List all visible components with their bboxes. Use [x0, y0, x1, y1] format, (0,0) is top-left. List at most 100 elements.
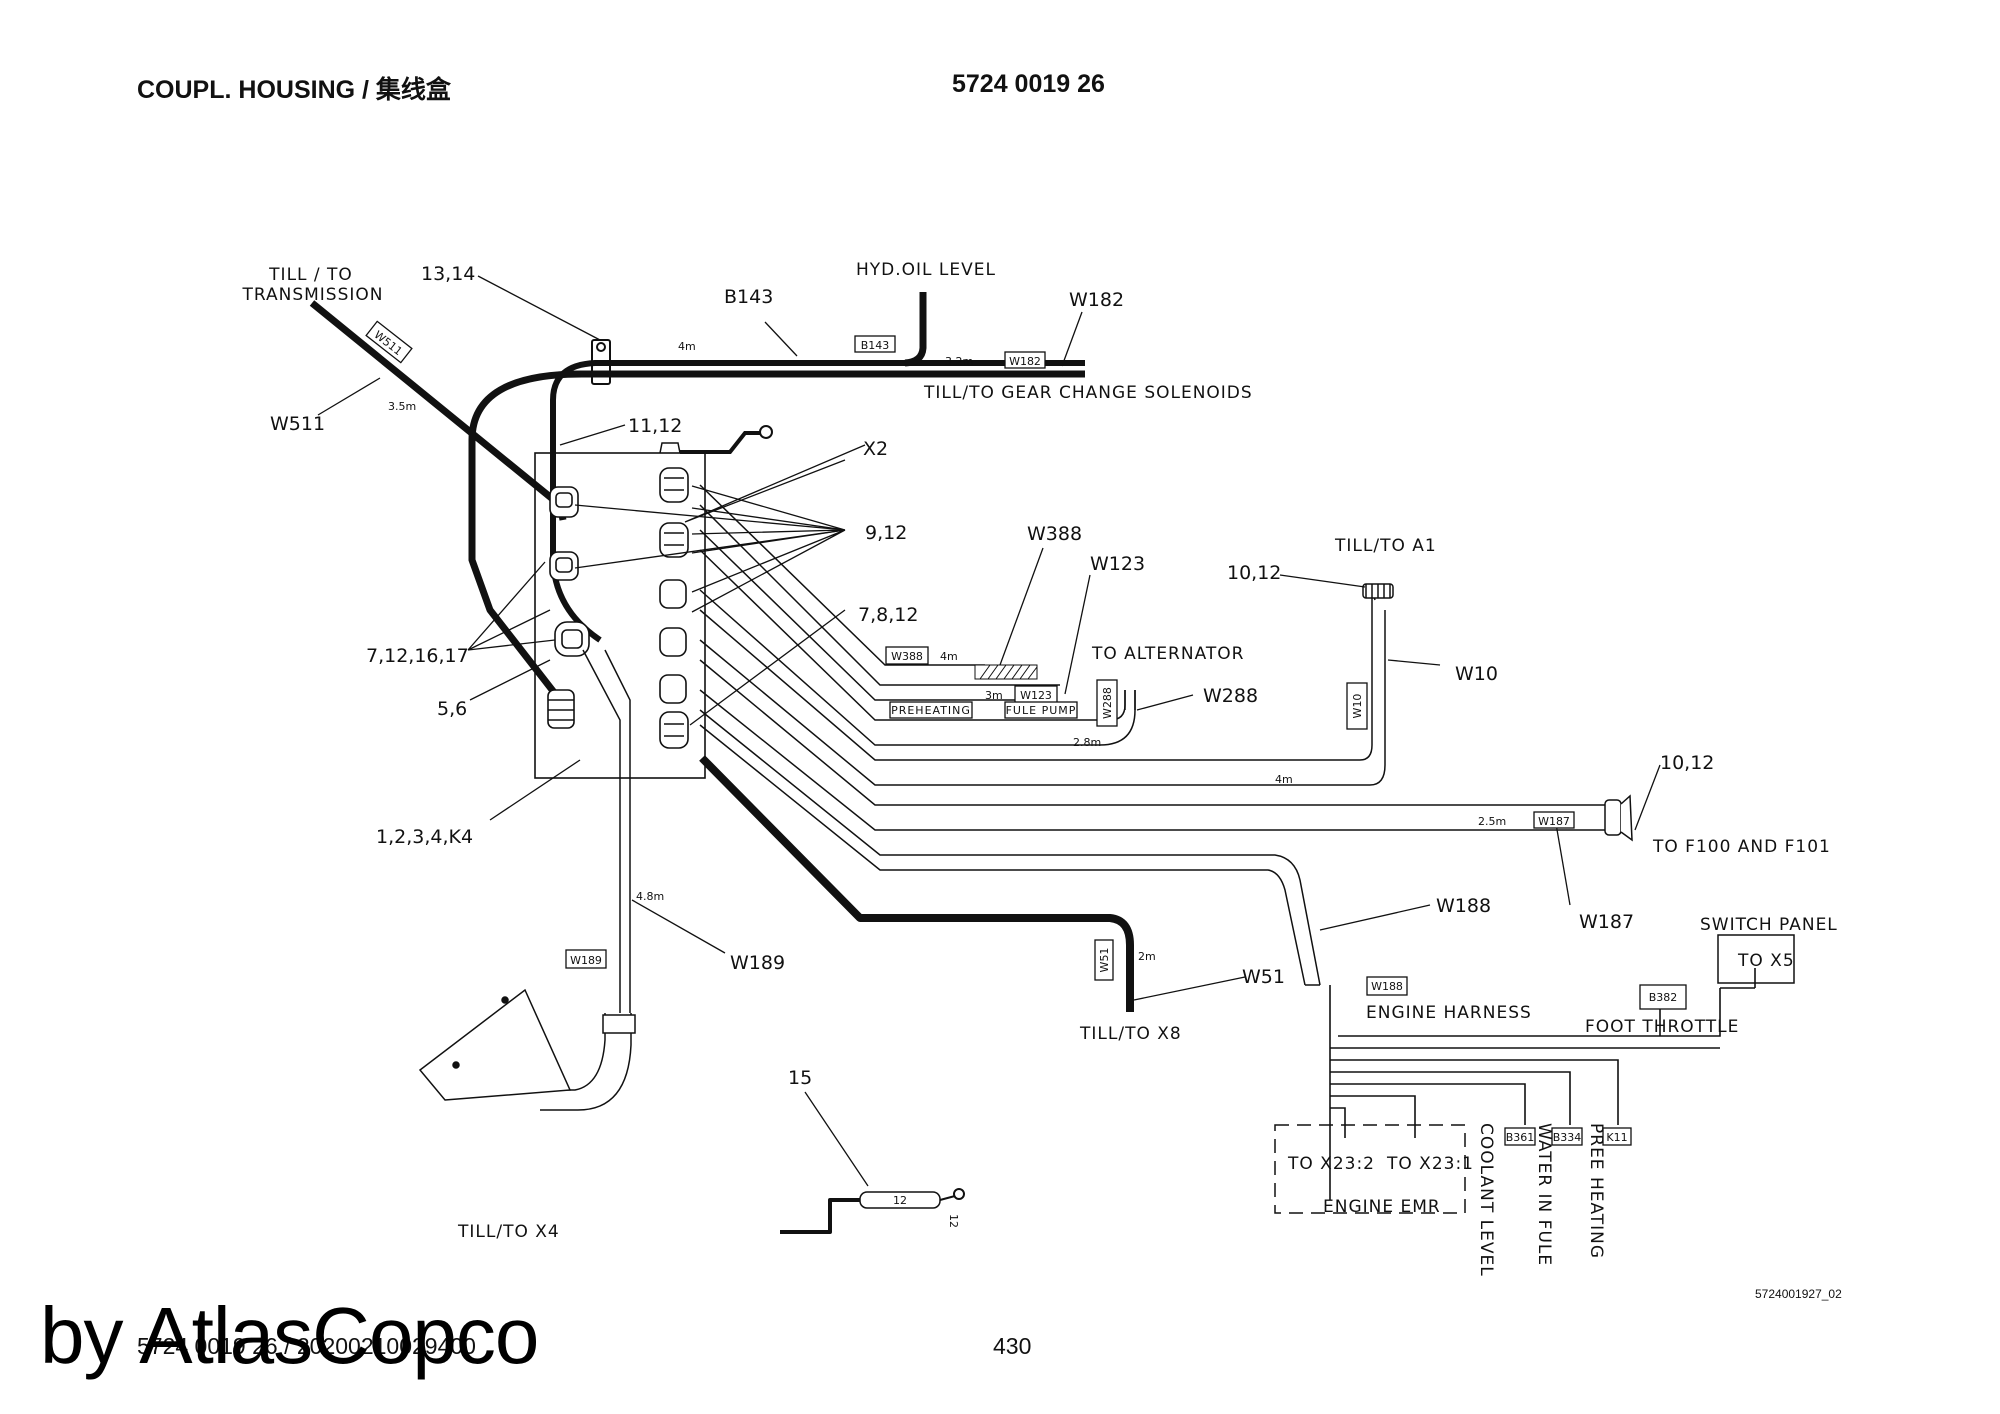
ground-lead	[680, 431, 760, 454]
tag-k11: K11	[1606, 1131, 1627, 1144]
callout-5-6: 5,6	[437, 698, 467, 720]
part-number: 5724 0019 26	[952, 70, 1105, 98]
page-title: COUPL. HOUSING / 集线盒	[137, 76, 451, 104]
caption-till-x4: TILL/TO X4	[457, 1222, 560, 1242]
callout-w51: W51	[1242, 966, 1285, 988]
callout-10-12-a1: 10,12	[1227, 562, 1281, 584]
callout-w189: W189	[730, 952, 785, 974]
harness-bundles	[418, 484, 1633, 1111]
connector-right-4	[659, 627, 687, 657]
length-w51: 2m	[1138, 950, 1156, 963]
engine-emr-box	[1274, 1124, 1466, 1214]
document-id: 5724 0019 26 / 20200210029400	[137, 1333, 476, 1359]
length-w288: 2.8m	[1073, 736, 1101, 749]
connector-right-6	[659, 711, 689, 749]
length-w123: 3m	[985, 689, 1003, 702]
callout-w10: W10	[1455, 663, 1498, 685]
w388-hatch	[974, 664, 1038, 680]
bundle-w189-bend	[540, 1013, 632, 1111]
callout-9-12: 9,12	[865, 522, 907, 544]
connector-right-3	[659, 579, 687, 609]
caption-till-x8: TILL/TO X8	[1079, 1024, 1182, 1044]
connector-right-5	[659, 674, 687, 704]
drawing-reference: 5724001927_02	[1755, 1287, 1842, 1301]
bundle-w189-lines	[582, 649, 631, 1013]
tag-w189: W189	[570, 954, 602, 967]
tag-w51: W51	[1098, 948, 1111, 973]
tag-b382: B382	[1649, 991, 1678, 1004]
callouts: 13,14 B143 W182 W511 11,12 X2 9,12 W388 …	[270, 263, 1714, 1089]
caption-foot-throttle: FOOT THROTTLE	[1585, 1017, 1739, 1037]
caption-fule-pump: FULE PUMP	[1006, 704, 1077, 717]
callout-w182: W182	[1069, 289, 1124, 311]
length-w10: 4m	[1275, 773, 1293, 786]
tag-w10: W10	[1351, 694, 1364, 719]
cable-hyd-oil	[904, 292, 927, 367]
page-number: 430	[993, 1333, 1032, 1359]
length-b143: 4m	[678, 340, 696, 353]
callout-w188: W188	[1436, 895, 1491, 917]
thin-wires	[1329, 968, 1756, 1200]
connector-right-2	[659, 522, 689, 558]
callout-11-12: 11,12	[628, 415, 682, 437]
to-x5-box	[1717, 934, 1795, 984]
length-w388: 4m	[940, 650, 958, 663]
thick-cables	[309, 292, 1134, 1234]
length-w187: 2.5m	[1478, 815, 1506, 828]
ground-ring-icon	[759, 425, 773, 439]
connector-plug-5-6	[547, 689, 575, 729]
callout-x2: X2	[863, 438, 888, 460]
length-w182: 3.2m	[945, 355, 973, 368]
connector-right-1	[659, 467, 689, 503]
callout-15: 15	[788, 1067, 812, 1089]
leader-lines	[317, 275, 1661, 1187]
tag-w188: W188	[1371, 980, 1403, 993]
callout-13-14: 13,14	[421, 263, 475, 285]
callout-w187: W187	[1579, 911, 1634, 933]
caption-switch-panel: SWITCH PANEL	[1700, 915, 1838, 935]
caption-till-a1: TILL/TO A1	[1334, 536, 1437, 556]
f100-connector	[1604, 799, 1622, 836]
tag-w388: W388	[891, 650, 923, 663]
callout-b143: B143	[724, 286, 773, 308]
caption-to-alternator: TO ALTERNATOR	[1091, 644, 1244, 664]
tag-w123: W123	[1020, 689, 1052, 702]
tag-b361: B361	[1506, 1131, 1535, 1144]
caption-to-x23-2: TO X23:2	[1287, 1154, 1375, 1174]
cable-w511	[309, 300, 567, 521]
callout-7-8-12: 7,8,12	[858, 604, 918, 626]
callout-w123: W123	[1090, 553, 1145, 575]
caption-hyd-oil-level: HYD.OIL LEVEL	[856, 260, 996, 280]
captions: TILL / TO TRANSMISSION HYD.OIL LEVEL TIL…	[241, 260, 1838, 1277]
connector-hub	[554, 621, 590, 657]
caption-water-in-fule: WATER IN FULE	[1534, 1123, 1554, 1266]
cable-w51	[699, 755, 1134, 1012]
connector-left-2	[549, 551, 579, 581]
callout-7-12-16-17: 7,12,16,17	[366, 645, 469, 667]
length-w189: 4.8m	[636, 890, 664, 903]
caption-to-x23-1: TO X23:1	[1386, 1154, 1474, 1174]
cable-trunk-outer	[468, 370, 1085, 703]
callout-w511: W511	[270, 413, 325, 435]
fuse-tag: 12	[893, 1194, 907, 1207]
caption-engine-emr: ENGINE EMR	[1323, 1197, 1441, 1217]
cable-lengths: 3.5m 4m 3.2m 4m 3m 2.8m 4m 2.5m 4.8m 2m	[388, 340, 1506, 963]
cable-fuse	[780, 1198, 860, 1234]
caption-to-f100: TO F100 AND F101	[1652, 837, 1831, 857]
callout-10-12-f100: 10,12	[1660, 752, 1714, 774]
caption-pree-heating: PREE HEATING	[1586, 1123, 1606, 1259]
tag-w182: W182	[1009, 355, 1041, 368]
caption-engine-harness: ENGINE HARNESS	[1366, 1003, 1532, 1023]
x4-connector-body	[418, 988, 572, 1101]
tag-b334: B334	[1553, 1131, 1582, 1144]
tag-w288: W288	[1101, 687, 1114, 719]
length-w511: 3.5m	[388, 400, 416, 413]
fuse-ref: 12	[947, 1214, 960, 1228]
caption-to-x5: TO X5	[1737, 951, 1795, 971]
housing-stud	[659, 442, 681, 454]
caption-transmission-1: TILL / TO	[268, 265, 353, 285]
tag-b143: B143	[861, 339, 890, 352]
connector-left-1	[549, 486, 579, 518]
tag-w187: W187	[1538, 815, 1570, 828]
